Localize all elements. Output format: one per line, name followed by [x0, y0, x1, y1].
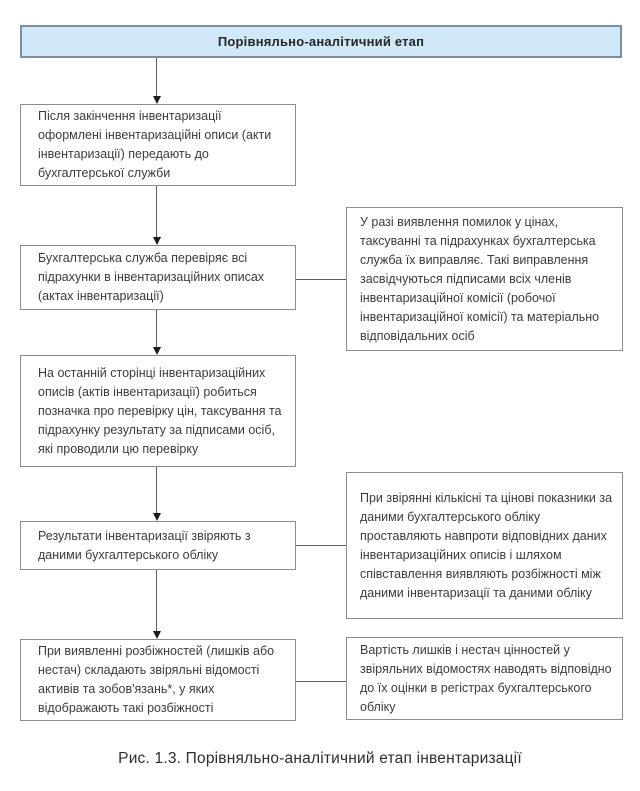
flow-step-5: При виявленні розбіжностей (лишків або н… [20, 639, 296, 721]
side-note-3-text: Вартість лишків і нестач цінностей у зві… [360, 642, 612, 714]
connector-horizontal-3 [296, 681, 346, 682]
flow-step-1-text: Після закінчення інвентаризації оформлен… [38, 109, 272, 180]
flow-step-3-text: На останній сторінці інвентаризаційних о… [38, 365, 282, 456]
connector-vertical-1 [156, 58, 157, 97]
side-note-3: Вартість лишків і нестач цінностей у зві… [346, 637, 623, 720]
connector-vertical-5 [156, 570, 157, 632]
connector-vertical-4 [156, 467, 157, 514]
arrow-down-icon [152, 237, 161, 245]
arrow-down-icon [152, 347, 161, 355]
arrow-down-icon [152, 631, 161, 639]
figure-caption: Рис. 1.3. Порівняльно-аналітичний етап і… [118, 750, 522, 767]
stage-title: Порівняльно-аналітичний етап [217, 34, 425, 49]
arrow-down-icon [152, 513, 161, 521]
connector-vertical-2 [156, 186, 157, 238]
flow-step-3: На останній сторінці інвентаризаційних о… [20, 355, 296, 467]
connector-horizontal-1 [296, 279, 346, 280]
flow-step-4: Результати інвентаризації звіряють з дан… [20, 521, 296, 570]
side-note-2-text: При звірянні кількісні та цінові показни… [360, 490, 613, 600]
flow-step-1: Після закінчення інвентаризації оформлен… [20, 104, 296, 186]
connector-vertical-3 [156, 310, 157, 348]
flow-step-5-text: При виявленні розбіжностей (лишків або н… [38, 644, 275, 715]
side-note-1: У разі виявлення помилок у цінах, таксув… [346, 207, 623, 351]
side-note-2: При звірянні кількісні та цінові показни… [346, 472, 623, 619]
flow-step-2-text: Бухгалтерська служба перевіряє всі підра… [38, 251, 265, 303]
arrow-down-icon [152, 96, 161, 104]
connector-horizontal-2 [296, 545, 346, 546]
stage-header-box: Порівняльно-аналітичний етап [20, 25, 622, 58]
flow-step-2: Бухгалтерська служба перевіряє всі підра… [20, 245, 296, 310]
side-note-1-text: У разі виявлення помилок у цінах, таксув… [360, 214, 600, 343]
flow-step-4-text: Результати інвентаризації звіряють з дан… [38, 528, 251, 562]
